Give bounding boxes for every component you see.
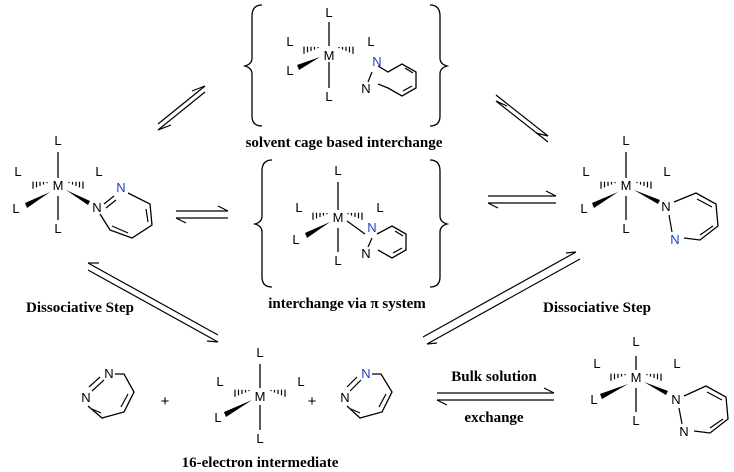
complex-product: M L L L L L <box>590 334 680 428</box>
ligand-atom: L <box>256 345 263 360</box>
ligand-atom: L <box>367 34 374 49</box>
complex-pi-middle: M L L L L L <box>292 163 383 268</box>
ligand-atom: L <box>292 232 299 247</box>
equilibrium-arrow <box>422 251 581 345</box>
plus-sign: + <box>308 393 317 410</box>
plus-sign: + <box>161 393 170 410</box>
equilibrium-arrow <box>175 205 229 224</box>
nitrogen-atom: N <box>361 81 370 96</box>
solvent-cage-label: solvent cage based interchange <box>246 135 443 151</box>
metal-atom: M <box>255 389 266 404</box>
pyridazine-ring: N N <box>361 54 417 97</box>
ligand-atom: L <box>214 410 221 425</box>
ligand-atom: L <box>632 334 639 349</box>
bracket-middle <box>252 159 450 288</box>
nitrogen-atom: N <box>372 54 381 69</box>
equilibrium-arrow <box>436 387 555 406</box>
pyridazine-ring: N N <box>661 192 719 247</box>
ligand-atom: L <box>593 356 600 371</box>
ligand-atom: L <box>295 200 302 215</box>
nitrogen-atom: N <box>367 220 376 235</box>
pyridazine-ring: N N <box>81 366 135 419</box>
nitrogen-atom: N <box>679 424 688 439</box>
ligand-atom: L <box>12 201 19 216</box>
nitrogen-atom: N <box>116 180 125 195</box>
ligand-atom: L <box>54 221 61 236</box>
intermediate-label: 16-electron intermediate <box>182 455 339 471</box>
ligand-atom: L <box>582 164 589 179</box>
equilibrium-arrow <box>87 262 219 343</box>
ligand-atom: L <box>286 34 293 49</box>
ligand-atom: L <box>673 356 680 371</box>
ligand-atom: L <box>580 201 587 216</box>
ligand-atom: L <box>590 392 597 407</box>
equilibrium-arrow <box>495 94 549 143</box>
dissociative-step-right-label: Dissociative Step <box>543 300 651 316</box>
ligand-atom: L <box>54 133 61 148</box>
ligand-atom: L <box>663 164 670 179</box>
metal-atom: M <box>631 370 642 385</box>
ligand-atom: L <box>325 5 332 20</box>
ligand-atom: L <box>216 374 223 389</box>
exchange-label: exchange <box>464 410 524 426</box>
ligand-atom: L <box>286 63 293 78</box>
ligand-atom: L <box>325 89 332 104</box>
pyridazine-ring: N N <box>361 220 407 261</box>
nitrogen-atom: N <box>671 392 680 407</box>
ligand-atom: L <box>256 431 263 446</box>
ligand-atom: L <box>622 221 629 236</box>
ligand-atom: L <box>632 413 639 428</box>
bulk-solution-label: Bulk solution <box>451 369 537 385</box>
ligand-atom: L <box>95 164 102 179</box>
pi-system-label: interchange via π system <box>268 296 426 312</box>
metal-atom: M <box>53 178 64 193</box>
nitrogen-atom: N <box>361 246 370 261</box>
complex-left: M L L L L L <box>12 133 102 236</box>
ligand-atom: L <box>14 164 21 179</box>
metal-atom: M <box>621 178 632 193</box>
pyridazine-ring: N N <box>671 385 729 439</box>
nitrogen-atom: N <box>661 199 670 214</box>
ligand-atom: L <box>297 374 304 389</box>
nitrogen-atom: N <box>340 390 349 405</box>
metal-atom: M <box>333 210 344 225</box>
ligand-atom: L <box>334 163 341 178</box>
equilibrium-arrow <box>487 190 557 209</box>
ligand-atom: L <box>622 133 629 148</box>
dissociative-step-left-label: Dissociative Step <box>26 300 134 316</box>
ligand-atom: L <box>376 200 383 215</box>
complex-intermediate: M L L L L L <box>214 345 304 446</box>
bracket-top <box>242 4 450 127</box>
nitrogen-atom: N <box>104 366 113 381</box>
metal-atom: M <box>324 48 335 63</box>
equilibrium-arrows <box>87 85 581 406</box>
complex-cage-top: M L L L L L <box>286 5 374 104</box>
nitrogen-atom: N <box>361 366 370 381</box>
nitrogen-atom: N <box>92 200 101 215</box>
nitrogen-atom: N <box>670 232 679 247</box>
complex-right: M L L L L L <box>580 133 670 236</box>
pyridazine-ring: N N <box>92 180 153 239</box>
equilibrium-arrow <box>157 85 206 131</box>
pyridazine-ring: N N <box>340 366 393 419</box>
ligand-atom: L <box>334 253 341 268</box>
nitrogen-atom: N <box>81 390 90 405</box>
